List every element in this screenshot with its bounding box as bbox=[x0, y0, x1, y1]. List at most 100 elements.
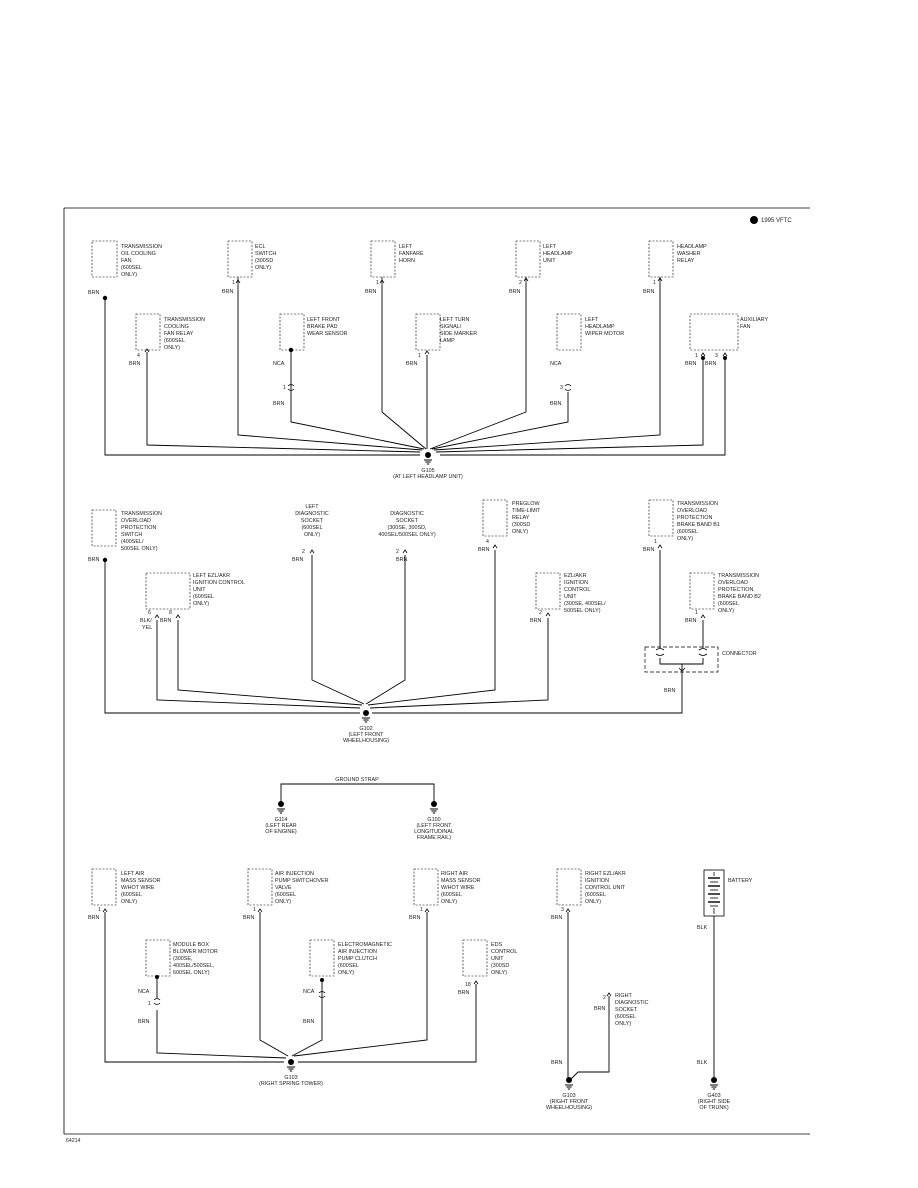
svg-text:1: 1 bbox=[283, 385, 286, 391]
svg-text:OF TRUNK): OF TRUNK) bbox=[699, 1105, 728, 1111]
svg-text:OF ENGINE): OF ENGINE) bbox=[265, 829, 297, 835]
svg-text:(600SEL: (600SEL bbox=[441, 892, 462, 898]
ground-id: G103 bbox=[284, 1075, 297, 1081]
svg-text:1: 1 bbox=[148, 1001, 151, 1007]
component-blower-motor: MODULE BOX BLOWER MOTOR (300SE, 400SEL/5… bbox=[138, 942, 218, 1025]
connector-wire: BRN bbox=[664, 688, 675, 694]
svg-text:BRN: BRN bbox=[406, 361, 417, 367]
component-brake-pad-wear-sensor: LEFT FRONT BRAKE PAD WEAR SENSOR NCA 1 B… bbox=[273, 317, 348, 407]
svg-text:(300SE, 300SD,: (300SE, 300SD, bbox=[388, 525, 427, 531]
svg-text:(300SD: (300SD bbox=[512, 522, 530, 528]
svg-text:BRN: BRN bbox=[303, 1019, 314, 1025]
svg-text:MODULE BOX: MODULE BOX bbox=[173, 942, 209, 948]
svg-text:BLOWER MOTOR: BLOWER MOTOR bbox=[173, 949, 218, 955]
svg-text:BRN: BRN bbox=[88, 290, 99, 296]
badge-text: 1995 VFTC bbox=[761, 218, 792, 224]
svg-text:TRANSMISSION: TRANSMISSION bbox=[718, 573, 759, 579]
svg-text:LEFT: LEFT bbox=[399, 244, 413, 250]
svg-text:DIAGNOSTIC: DIAGNOSTIC bbox=[390, 511, 424, 517]
svg-text:ONLY): ONLY) bbox=[164, 345, 180, 351]
svg-text:UNIT: UNIT bbox=[543, 258, 556, 264]
svg-text:1: 1 bbox=[376, 280, 379, 286]
svg-text:(LEFT FRONT: (LEFT FRONT bbox=[349, 732, 385, 738]
svg-text:FAN RELAY: FAN RELAY bbox=[164, 331, 194, 337]
svg-text:(600SEL: (600SEL bbox=[121, 265, 142, 271]
strap-label: GROUND STRAP bbox=[335, 777, 379, 783]
svg-text:UNIT: UNIT bbox=[564, 594, 577, 600]
svg-text:G100: G100 bbox=[427, 817, 440, 823]
svg-text:4: 4 bbox=[137, 353, 140, 359]
svg-text:SIDE MARKER: SIDE MARKER bbox=[440, 331, 477, 337]
svg-text:BRN: BRN bbox=[685, 618, 696, 624]
svg-text:ONLY): ONLY) bbox=[193, 601, 209, 607]
svg-text:500SEL ONLY): 500SEL ONLY) bbox=[121, 546, 158, 552]
component-brake-band-b1: TRANSMISSION OVERLOAD PROTECTION BRAKE B… bbox=[643, 501, 720, 553]
figure-id: 64214 bbox=[66, 1138, 81, 1144]
svg-text:LEFT: LEFT bbox=[305, 504, 319, 510]
svg-text:CONTROL: CONTROL bbox=[564, 587, 590, 593]
svg-text:RIGHT: RIGHT bbox=[615, 993, 632, 999]
component-diagnostic-socket: DIAGNOSTIC SOCKET (300SE, 300SD, 400SEL/… bbox=[378, 511, 435, 563]
svg-text:NCA: NCA bbox=[550, 361, 562, 367]
svg-text:RELAY: RELAY bbox=[677, 258, 695, 264]
svg-text:VALVE: VALVE bbox=[275, 885, 292, 891]
svg-text:1: 1 bbox=[232, 280, 235, 286]
connector-label: CONNECTOR bbox=[722, 651, 757, 657]
component-right-air-mass-sensor: RIGHT AIR MASS SENSOR W/HOT WIRE (600SEL… bbox=[409, 871, 481, 921]
svg-text:CONTROL: CONTROL bbox=[491, 949, 517, 955]
svg-text:(600SEL: (600SEL bbox=[164, 338, 185, 344]
svg-text:NCA: NCA bbox=[273, 361, 285, 367]
section-g103-spring: G103 (RIGHT SPRING TOWER) LEFT AIR MASS … bbox=[88, 868, 517, 1087]
svg-text:WHEELHOUSING): WHEELHOUSING) bbox=[343, 738, 389, 744]
svg-text:SOCKET: SOCKET bbox=[396, 518, 419, 524]
ground-id: G403 bbox=[707, 1093, 720, 1099]
svg-text:BRN: BRN bbox=[409, 915, 420, 921]
ground-id: G103 bbox=[562, 1093, 575, 1099]
svg-text:400SEL/500SEL,: 400SEL/500SEL, bbox=[173, 963, 215, 969]
svg-text:SWITCH: SWITCH bbox=[255, 251, 276, 257]
svg-text:BRN: BRN bbox=[530, 618, 541, 624]
svg-text:3: 3 bbox=[561, 907, 564, 913]
svg-text:600SEL ONLY): 600SEL ONLY) bbox=[173, 970, 210, 976]
svg-text:(300SD: (300SD bbox=[255, 258, 273, 264]
svg-text:BRN: BRN bbox=[550, 401, 561, 407]
svg-text:HEADLAMP: HEADLAMP bbox=[543, 251, 573, 257]
svg-text:EDS: EDS bbox=[491, 942, 502, 948]
svg-text:SIGNAL/: SIGNAL/ bbox=[440, 324, 462, 330]
section-g102: G102 (LEFT FRONT WHEELHOUSING) TRANSMISS… bbox=[88, 499, 761, 744]
svg-text:WHEELHOUSING): WHEELHOUSING) bbox=[546, 1105, 592, 1111]
component-left-ezl-akr: LEFT EZL/AKR IGNITION CONTROL UNIT (600S… bbox=[140, 573, 245, 631]
svg-text:ONLY): ONLY) bbox=[338, 970, 354, 976]
component-auxiliary-fan: AUXILIARY FAN 1 3 BRN BRN bbox=[685, 317, 768, 367]
svg-text:(600SEL: (600SEL bbox=[615, 1014, 636, 1020]
svg-text:(RIGHT FRONT: (RIGHT FRONT bbox=[550, 1099, 589, 1105]
svg-text:1: 1 bbox=[253, 907, 256, 913]
svg-text:MASS SENSOR: MASS SENSOR bbox=[121, 878, 161, 884]
svg-text:400SEL/500SEL ONLY): 400SEL/500SEL ONLY) bbox=[378, 532, 435, 538]
svg-text:ELECTROMAGNETIC: ELECTROMAGNETIC bbox=[338, 942, 392, 948]
svg-text:YEL: YEL bbox=[142, 625, 152, 631]
svg-text:HEADLAMP: HEADLAMP bbox=[585, 324, 615, 330]
svg-text:HORN: HORN bbox=[399, 258, 415, 264]
svg-text:3: 3 bbox=[560, 385, 563, 391]
component-right-diagnostic-socket: RIGHT DIAGNOSTIC SOCKET (600SEL ONLY) 2 … bbox=[594, 993, 649, 1027]
svg-text:(RIGHT SPRING TOWER): (RIGHT SPRING TOWER) bbox=[259, 1081, 323, 1087]
svg-text:(300SE, 400SEL/: (300SE, 400SEL/ bbox=[564, 601, 606, 607]
svg-text:SOCKET: SOCKET bbox=[615, 1007, 638, 1013]
svg-text:RIGHT EZL/AKR: RIGHT EZL/AKR bbox=[585, 871, 626, 877]
svg-text:ONLY): ONLY) bbox=[255, 265, 271, 271]
component-ecl-switch: ECL SWITCH (300SD ONLY) 1 BRN bbox=[222, 244, 276, 295]
svg-text:4: 4 bbox=[486, 539, 489, 545]
svg-text:BRAKE BAND B1: BRAKE BAND B1 bbox=[677, 522, 720, 528]
svg-text:BRN: BRN bbox=[292, 557, 303, 563]
svg-text:ONLY): ONLY) bbox=[615, 1021, 631, 1027]
svg-text:(RIGHT SIDE: (RIGHT SIDE bbox=[698, 1099, 731, 1105]
battery-wire-top: BLK bbox=[697, 925, 708, 931]
svg-text:LAMP: LAMP bbox=[440, 338, 455, 344]
svg-text:WASHER: WASHER bbox=[677, 251, 701, 257]
svg-text:TIME-LIMIT: TIME-LIMIT bbox=[512, 508, 541, 514]
svg-text:BRN: BRN bbox=[551, 915, 562, 921]
badge-icon bbox=[750, 216, 758, 224]
svg-text:BRN: BRN bbox=[160, 618, 171, 624]
